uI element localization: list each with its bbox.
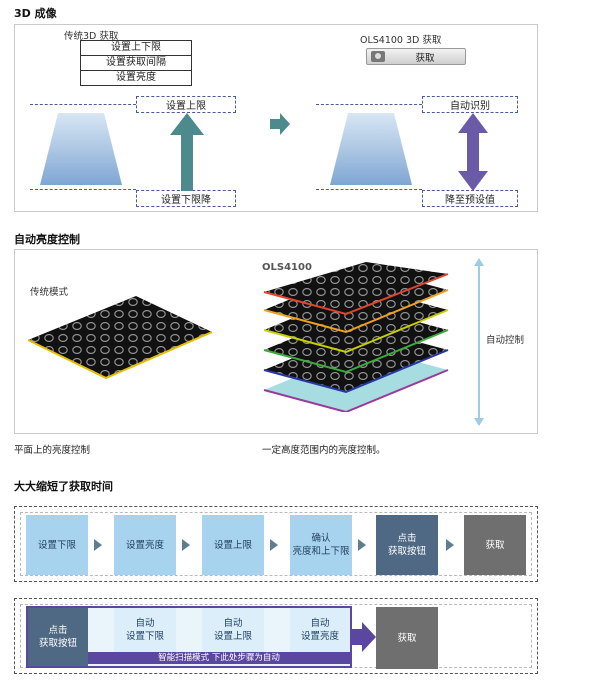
right-lower-dashline [316,189,422,190]
left-upper-limit-box: 设置上限 [136,96,236,113]
caption-height-control: 一定高度范围内的亮度控制。 [262,445,386,456]
transition-arrow [270,113,290,135]
smart-flow-big-arrow [350,622,376,652]
step-confirm-label: 确认 亮度和上下限 [292,533,350,557]
smart-auto-banner: 智能扫描模式 下此处步骤为自动 [88,652,350,664]
smart-step-click-acquire-label: 点击 获取按钮 [38,625,77,649]
step-set-upper: 设置上限 [202,515,264,575]
step-acquire: 获取 [464,515,526,575]
flow-arrow [446,539,454,551]
smart-step-auto-brightness-label: 自动 设置亮度 [300,618,339,642]
legacy-flat-plane [28,296,212,380]
traditional-flow-inner [20,512,532,576]
ols-acquire-label: 获取 [415,52,435,64]
auto-control-label: 自动控制 [486,335,525,346]
section-speed-title: 大大缩短了获取时间 [14,480,113,493]
step-set-brightness: 设置亮度 [114,515,176,575]
ols-acquire-button[interactable]: 获取 [366,48,466,65]
step-click-acquire-label: 点击 获取按钮 [387,533,426,557]
legacy-mode-label: 传统模式 [30,287,69,298]
smart-step-auto-lower-label: 自动 设置下限 [125,618,164,642]
left-upper-dashline [30,104,136,105]
smart-auto-banner-text: 智能扫描模式 下此处步骤为自动 [158,653,280,663]
ols-caption: OLS4100 3D 获取 [360,35,442,46]
teal-up-arrow [170,113,204,191]
flow-arrow [270,539,278,551]
legacy-caption: 传统3D 获取 [64,31,119,42]
legacy-menu: 设置上下限 设置获取间隔 设置亮度 [80,40,192,86]
flow-arrow [182,539,190,551]
right-upper-dashline [316,104,422,105]
smart-step-click-acquire: 点击 获取按钮 [28,608,88,666]
smart-step-auto-upper-label: 自动 设置上限 [213,618,252,642]
section-3d-title: 3D 成像 [14,7,57,20]
step-confirm: 确认 亮度和上下限 [290,515,352,575]
ols4100-label: OLS4100 [262,262,312,273]
right-preset-box: 降至预设值 [422,190,518,207]
smart-step-auto-upper: 自动 设置上限 [202,608,264,652]
stacked-layers [263,262,449,412]
left-lower-dashline [30,189,136,190]
smart-step-auto-lower: 自动 设置下限 [114,608,176,652]
caption-flat-control: 平面上的亮度控制 [14,445,91,456]
flow-arrow [358,539,366,551]
step-click-acquire: 点击 获取按钮 [376,515,438,575]
auto-control-range-arrow [474,258,484,426]
legacy-menu-item: 设置亮度 [116,72,156,83]
step-set-lower: 设置下限 [26,515,88,575]
left-lower-limit-box: 设置下限降 [136,190,236,207]
legacy-menu-item: 设置上下限 [81,41,191,56]
section-brightness-title: 自动亮度控制 [14,233,80,246]
camera-icon [371,51,385,62]
purple-double-arrow [458,113,488,191]
legacy-menu-item: 设置获取间隔 [81,56,191,71]
right-auto-detect-box: 自动识别 [422,96,518,113]
flow-arrow [94,539,102,551]
smart-step-auto-brightness: 自动 设置亮度 [290,608,350,652]
smart-step-acquire: 获取 [376,607,438,669]
